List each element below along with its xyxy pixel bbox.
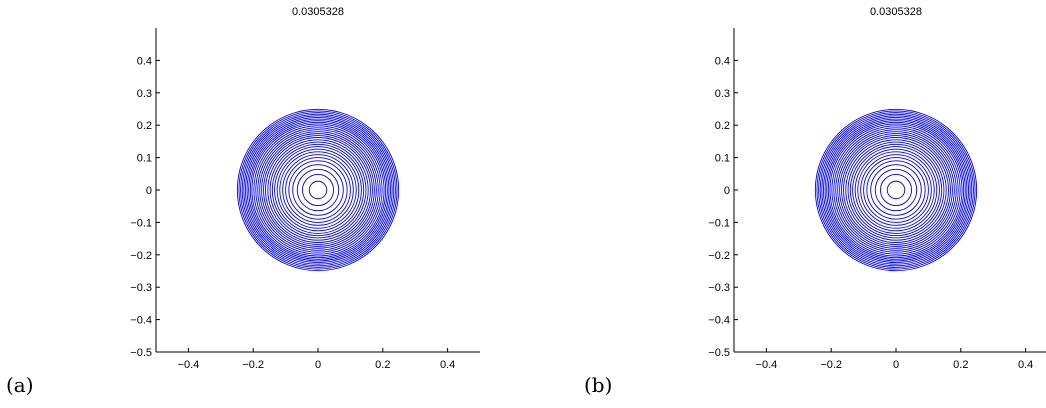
y-tick-label: −0.4	[130, 315, 152, 327]
contour-line	[821, 115, 971, 265]
y-tick-label: −0.1	[130, 217, 152, 229]
contour-line	[849, 143, 943, 237]
contour-line	[263, 135, 373, 245]
panel-label: (b)	[584, 373, 612, 397]
contour-line	[248, 120, 388, 260]
contour-line	[282, 154, 354, 226]
contour-line	[308, 180, 328, 200]
contour-line	[824, 118, 968, 262]
contour-line	[279, 151, 357, 229]
y-tick-label: −0.5	[130, 347, 152, 359]
contour-line	[874, 168, 918, 212]
y-tick-label: 0.2	[715, 120, 730, 132]
y-tick-label: 0.4	[715, 55, 730, 67]
y-tick-label: 0	[146, 185, 152, 197]
contour-line	[852, 146, 940, 234]
x-tick-label: 0.4	[440, 359, 455, 371]
contour-line	[288, 160, 348, 220]
y-tick-label: −0.1	[708, 217, 730, 229]
y-tick-label: 0	[724, 185, 730, 197]
contour-line	[285, 157, 351, 223]
y-tick-label: 0.2	[137, 120, 152, 132]
contour-line	[863, 157, 929, 223]
contour-line	[241, 113, 395, 267]
contour-line	[255, 127, 381, 253]
x-tick-label: −0.4	[756, 359, 778, 371]
contour-line	[243, 115, 393, 265]
x-tick-label: 0	[315, 359, 321, 371]
contour-line	[276, 148, 360, 232]
y-tick-label: −0.4	[708, 315, 730, 327]
contour-line	[870, 164, 922, 216]
contour-line	[238, 110, 398, 270]
contour-line	[866, 160, 926, 220]
y-tick-label: 0.3	[715, 88, 730, 100]
y-tick-label: −0.3	[130, 282, 152, 294]
y-tick-label: 0.3	[137, 88, 152, 100]
contour-line	[296, 168, 340, 212]
x-tick-label: 0.2	[375, 359, 390, 371]
contour-line	[249, 121, 387, 259]
contour-line	[845, 139, 947, 241]
contour-line	[257, 129, 379, 251]
contour-line	[854, 148, 938, 232]
contour-line	[837, 131, 955, 249]
contour-line	[822, 116, 970, 264]
contour-line	[827, 121, 965, 259]
contour-line	[879, 173, 913, 207]
x-tick-label: 0	[893, 359, 899, 371]
contour-line	[843, 137, 949, 243]
contour-line	[261, 133, 375, 247]
x-tick-label: −0.4	[178, 359, 200, 371]
contour-line	[301, 173, 335, 207]
x-tick-label: 0.2	[953, 359, 968, 371]
chart-panel-a: −0.5 −0.4 −0.3 −0.2 −0.1 0 0.1 0.2 0.3 0.4 −0.4 −0.…	[6, 6, 480, 397]
contour-line	[244, 116, 392, 264]
contour-line	[274, 146, 362, 234]
y-tick-label: −0.2	[130, 250, 152, 262]
contour-line	[833, 127, 959, 253]
y-tick-label: −0.5	[708, 347, 730, 359]
contour-line	[271, 143, 365, 237]
x-tick-label: −0.2	[820, 359, 842, 371]
y-tick-label: −0.2	[708, 250, 730, 262]
contour-line	[814, 108, 978, 272]
y-tick-label: −0.3	[708, 282, 730, 294]
contour-line	[816, 110, 976, 270]
contour-line	[818, 112, 974, 268]
contour-line	[236, 108, 400, 272]
contour-line	[265, 137, 371, 243]
chart-title: 0.0305328	[292, 6, 344, 18]
contour-line	[857, 151, 935, 229]
contour-line	[259, 131, 377, 249]
contour-line	[831, 125, 961, 255]
contour-line	[253, 125, 383, 255]
contour-line	[246, 118, 390, 262]
contour-line	[292, 164, 344, 216]
contour-line	[819, 113, 973, 267]
contour-line	[841, 135, 951, 245]
contour-line	[251, 123, 385, 257]
contour-line	[267, 139, 369, 241]
contour-line	[839, 133, 953, 247]
x-tick-label: −0.2	[242, 359, 264, 371]
contour-line	[269, 141, 367, 239]
contour-line	[829, 123, 963, 257]
contour-line	[847, 141, 945, 239]
contour-line	[826, 120, 966, 260]
chart-title: 0.0305328	[870, 6, 922, 18]
y-tick-label: 0.1	[715, 153, 730, 165]
y-tick-label: 0.1	[137, 153, 152, 165]
x-tick-label: 0.4	[1018, 359, 1033, 371]
panel-label: (a)	[6, 373, 34, 397]
contour-line	[835, 129, 957, 251]
contour-line	[886, 180, 906, 200]
chart-panel-b: −0.5 −0.4 −0.3 −0.2 −0.1 0 0.1 0.2 0.3 0.4 −0.4 −0.…	[584, 6, 1046, 397]
contour-line	[240, 112, 396, 268]
contour-line	[860, 154, 932, 226]
y-tick-label: 0.4	[137, 55, 152, 67]
